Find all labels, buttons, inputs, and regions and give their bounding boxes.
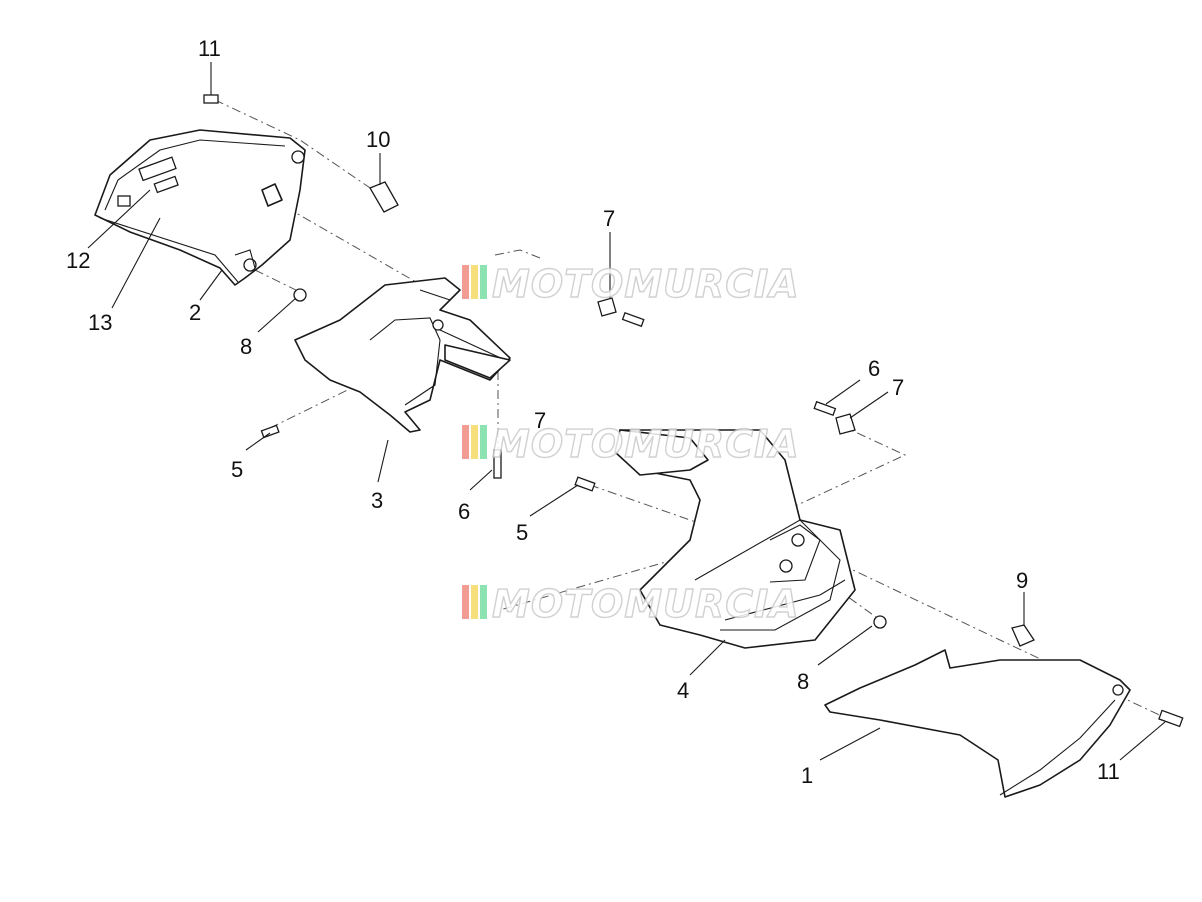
- callout-7-right: 7: [892, 375, 904, 400]
- screw-5-left: [260, 424, 280, 439]
- hardware: [203, 94, 1184, 728]
- watermark-stripe: [480, 425, 487, 459]
- callout-11-bottom: 11: [1097, 759, 1120, 784]
- watermark-text: MOTOMURCIA: [492, 422, 800, 466]
- watermark-stripe: [480, 585, 487, 619]
- watermark-text: MOTOMURCIA: [492, 262, 800, 306]
- nut-8-right: [873, 615, 887, 629]
- nut-8-left: [293, 288, 307, 302]
- callout-9: 9: [1016, 568, 1028, 593]
- watermark-stripe: [462, 585, 469, 619]
- watermark-stripe: [480, 265, 487, 299]
- watermark-bottom: MOTOMURCIA: [462, 581, 800, 627]
- watermark-top: MOTOMURCIA: [462, 261, 800, 307]
- watermark-stripe: [471, 585, 478, 619]
- callout-5-center: 5: [516, 520, 528, 545]
- bolt-7-top: [621, 311, 645, 328]
- watermark-stripe: [471, 265, 478, 299]
- callout-labels: 11 10 12 13 2 8 7 5 3 7 6 6 7 5 4 8 9 1 …: [66, 36, 1120, 788]
- fastener-9: [1011, 624, 1035, 647]
- callout-12: 12: [66, 248, 90, 273]
- watermark-text: MOTOMURCIA: [492, 582, 800, 626]
- part-4-bracket: [614, 429, 856, 649]
- callout-6-mid: 6: [458, 499, 470, 524]
- watermark-middle: MOTOMURCIA: [462, 421, 800, 467]
- screw-5-center: [574, 476, 596, 492]
- watermark-stripe: [462, 265, 469, 299]
- screw-11-top: [203, 94, 219, 104]
- screw-6-mid: [493, 449, 502, 479]
- part-1-panel: [824, 649, 1131, 798]
- callout-6-right: 6: [868, 356, 880, 381]
- callout-4: 4: [677, 678, 689, 703]
- part-3-bracket: [294, 277, 511, 433]
- screw-11-bottom: [1158, 709, 1184, 728]
- callout-8-right: 8: [797, 669, 809, 694]
- callout-13: 13: [88, 310, 112, 335]
- washer-7-right: [835, 413, 856, 435]
- callout-5-left: 5: [231, 457, 243, 482]
- callout-1: 1: [801, 763, 813, 788]
- callout-2: 2: [189, 300, 201, 325]
- callout-8-left: 8: [240, 334, 252, 359]
- callout-7-mid: 7: [534, 408, 546, 433]
- leader-lines: [87, 62, 1166, 761]
- callout-11-top: 11: [198, 36, 221, 61]
- callout-7-top: 7: [603, 206, 615, 231]
- callout-3: 3: [371, 488, 383, 513]
- callout-10: 10: [366, 127, 390, 152]
- bolt-6-right: [813, 400, 837, 417]
- part-2-panel: [94, 129, 306, 286]
- spacer-10: [369, 181, 399, 213]
- watermark-stripe: [462, 425, 469, 459]
- watermark-stripe: [471, 425, 478, 459]
- washer-7-top: [597, 297, 617, 317]
